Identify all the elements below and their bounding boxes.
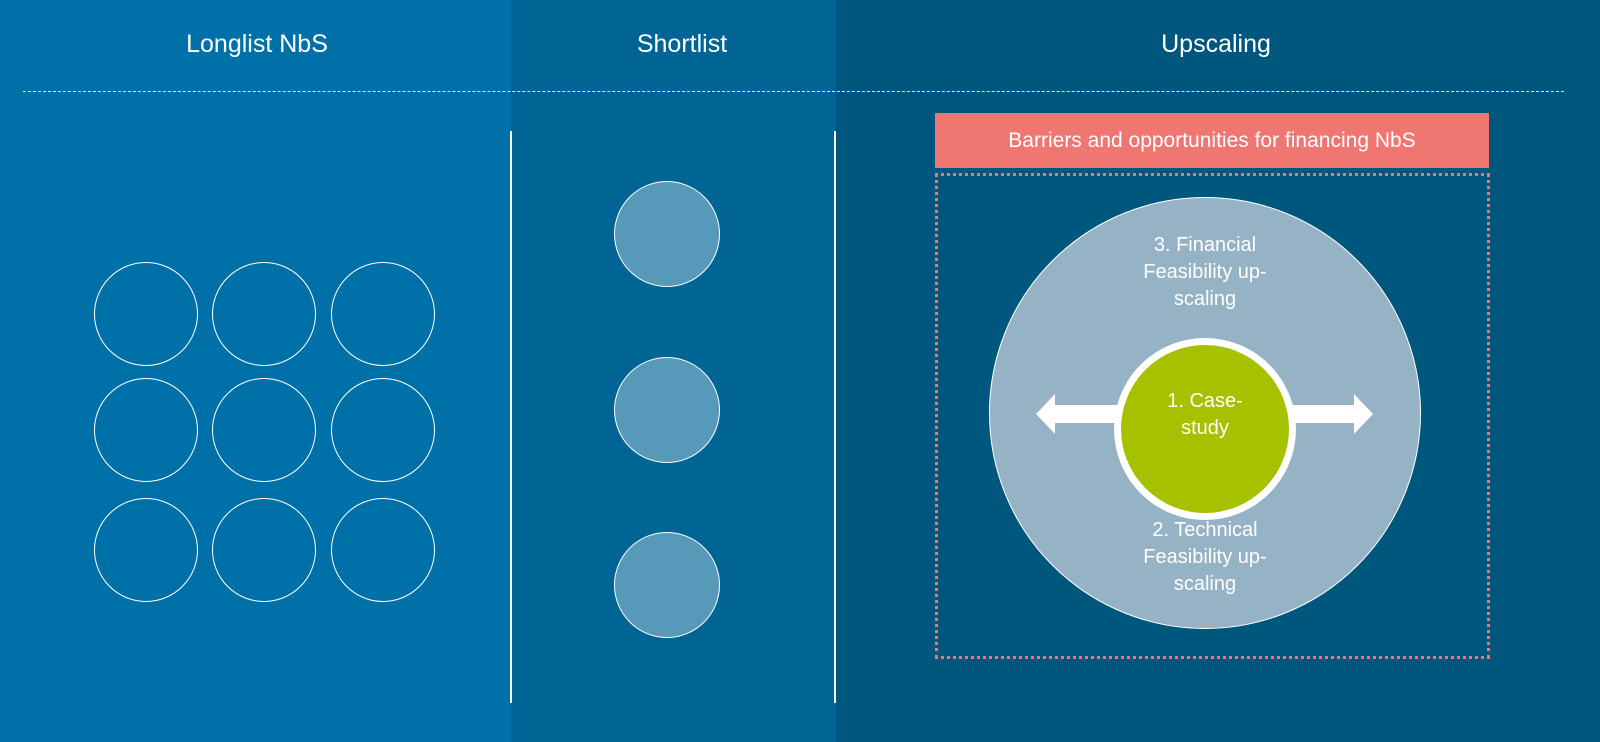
longlist-item-circle: [331, 262, 435, 366]
label-line: 3. Financial: [1153, 234, 1257, 256]
upscaling-title: Upscaling: [1161, 30, 1271, 58]
longlist-item-circle: [212, 262, 316, 366]
column-divider: [834, 131, 836, 703]
longlist-column: [0, 0, 511, 742]
financing-scope-box: [935, 173, 1490, 659]
label-line: scaling: [1173, 288, 1237, 310]
case-study-circle: [1114, 338, 1296, 520]
longlist-item-circle: [331, 378, 435, 482]
shortlist-item-circle: [614, 181, 720, 287]
label-line: 2. Technical: [1152, 519, 1258, 541]
column-divider: [510, 131, 512, 703]
arrow-left-icon: [1036, 394, 1118, 434]
label-line: Feasibility up-: [1143, 261, 1267, 283]
label-line: scaling: [1173, 573, 1237, 595]
shortlist-item-circle: [614, 532, 720, 638]
shortlist-item-circle: [614, 357, 720, 463]
technical-feasibility-label: 2. Technical Feasibility up- scaling: [1143, 517, 1266, 598]
label-line: Feasibility up-: [1143, 546, 1267, 568]
banner-text: Barriers and opportunities for financing…: [1008, 128, 1416, 152]
shortlist-title: Shortlist: [636, 30, 728, 58]
longlist-item-circle: [331, 498, 435, 602]
longlist-item-circle: [212, 498, 316, 602]
header-divider: [23, 91, 1564, 92]
label-line: 1. Case-: [1167, 390, 1243, 412]
financial-feasibility-label: 3. Financial Feasibility up- scaling: [1143, 232, 1266, 313]
longlist-item-circle: [212, 378, 316, 482]
longlist-item-circle: [94, 378, 198, 482]
longlist-item-circle: [94, 262, 198, 366]
longlist-title: Longlist NbS: [186, 30, 328, 58]
longlist-item-circle: [94, 498, 198, 602]
arrow-right-icon: [1292, 394, 1373, 434]
financing-banner: Barriers and opportunities for financing…: [935, 113, 1489, 168]
label-line: study: [1181, 417, 1229, 439]
case-study-label: 1. Case- study: [1167, 388, 1243, 442]
